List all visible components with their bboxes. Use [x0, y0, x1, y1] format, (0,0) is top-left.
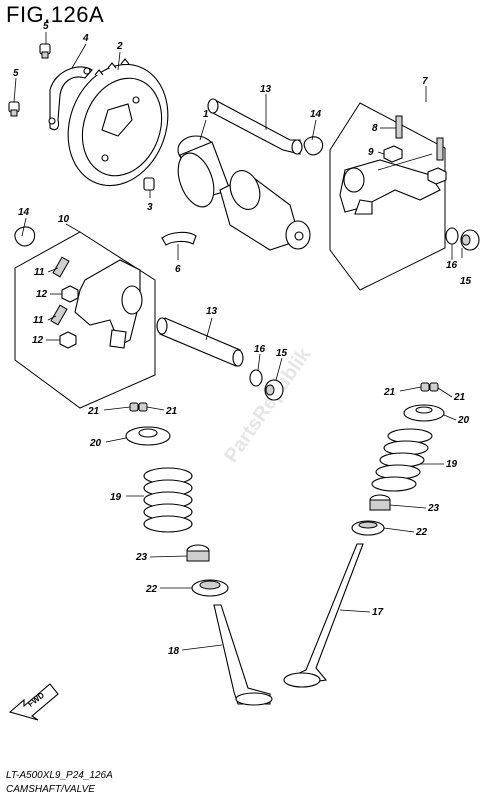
valve-cotter-right-a[interactable] [420, 382, 430, 392]
callout-20-right: 20 [457, 415, 470, 426]
figure-title: FIG.126A [6, 2, 105, 27]
adjusting-screw-8a[interactable] [395, 115, 403, 139]
valve-spring-left[interactable] [143, 467, 193, 533]
callout-3: 3 [147, 202, 153, 213]
callout-22-right: 22 [415, 527, 428, 538]
camshaft[interactable] [171, 135, 311, 251]
gasket-16-lower[interactable] [249, 369, 263, 387]
callout-18: 18 [168, 646, 180, 657]
model-code: LT-A500XL9_P24_126A [6, 770, 113, 781]
callout-11-lower: 11 [33, 315, 44, 326]
gasket-16-upper[interactable] [445, 227, 459, 245]
spring-retainer-right[interactable] [403, 404, 445, 422]
intake-valve[interactable] [213, 604, 273, 706]
hexagon-box-rocker-right [329, 102, 446, 291]
callout-23-right: 23 [427, 503, 440, 514]
callout-23-left: 23 [135, 552, 148, 563]
section-name: CAMSHAFT/VALVE [6, 784, 95, 795]
callout-14-upper: 14 [310, 109, 322, 120]
callout-20-left: 20 [89, 438, 102, 449]
exhaust-valve[interactable] [283, 543, 364, 688]
camshaft-sprocket[interactable] [52, 50, 185, 199]
lock-nut-12a[interactable] [61, 285, 79, 303]
callout-2: 2 [116, 41, 123, 52]
leader-lines [13, 32, 463, 651]
valve-cotter-left-b[interactable] [138, 402, 148, 412]
callout-16-lower: 16 [254, 344, 266, 355]
callout-19-right: 19 [446, 459, 458, 470]
valve-spring-right[interactable] [371, 428, 433, 492]
callout-12-upper: 12 [36, 289, 48, 300]
callout-13-upper: 13 [260, 84, 272, 95]
spring-seat-left[interactable] [191, 579, 229, 597]
cap-bolt-15-lower[interactable] [264, 379, 284, 401]
bolt-upper[interactable] [39, 43, 51, 59]
rocker-arm-intake[interactable] [74, 259, 143, 349]
adjusting-screw-8b[interactable] [436, 137, 444, 161]
callout-10: 10 [58, 214, 70, 225]
callout-labels: 2 4 5 5 1 3 6 13 14 7 8 9 16 15 14 10 11… [13, 21, 472, 657]
valve-cotter-left-a[interactable] [129, 402, 139, 412]
o-ring-lower[interactable] [14, 226, 36, 247]
bolt-lower[interactable] [8, 101, 20, 117]
callout-21-left-b: 21 [165, 406, 178, 417]
valve-stem-seal-left[interactable] [186, 544, 210, 562]
dowel-pin[interactable] [143, 177, 155, 191]
callout-14-lower: 14 [18, 207, 30, 218]
callout-13-lower: 13 [206, 306, 218, 317]
rocker-arm-exhaust[interactable] [339, 159, 441, 215]
callout-1: 1 [203, 109, 209, 120]
callout-12-lower: 12 [32, 335, 44, 346]
lock-nut-9a[interactable] [383, 145, 403, 163]
callout-11-upper: 11 [34, 267, 45, 278]
rocker-shaft-lower[interactable] [156, 317, 244, 367]
callout-22-left: 22 [145, 584, 158, 595]
callout-5-upper: 5 [43, 21, 49, 32]
callout-5-lower: 5 [13, 68, 19, 79]
callout-9: 9 [368, 147, 374, 158]
callout-4: 4 [82, 33, 89, 44]
callout-21-right-b: 21 [453, 392, 466, 403]
valve-cotter-right-b[interactable] [429, 382, 439, 392]
valve-stem-seal-right[interactable] [369, 494, 391, 511]
callout-15-lower: 15 [276, 348, 288, 359]
callout-6: 6 [175, 264, 181, 275]
spring-retainer-left[interactable] [125, 426, 171, 446]
callout-21-left-a: 21 [87, 406, 100, 417]
spring-seat-right[interactable] [351, 520, 385, 536]
callout-17: 17 [372, 607, 384, 618]
adjusting-screw-11a[interactable] [52, 256, 70, 278]
callout-21-right-a: 21 [383, 387, 396, 398]
adjusting-screw-11b[interactable] [50, 304, 68, 326]
retainer-plate[interactable] [48, 66, 93, 131]
lock-nut-12b[interactable] [59, 331, 77, 349]
rocker-shaft-upper[interactable] [207, 98, 303, 155]
cap-bolt-15-upper[interactable] [460, 229, 480, 251]
callout-16-upper: 16 [446, 260, 458, 271]
half-ring[interactable] [161, 231, 197, 246]
callout-7: 7 [422, 76, 428, 87]
fwd-arrow-icon: FWD [8, 683, 59, 721]
lock-nut-9b[interactable] [427, 167, 447, 185]
callout-19-left: 19 [110, 492, 122, 503]
callout-8: 8 [372, 123, 378, 134]
callout-15-upper: 15 [460, 276, 472, 287]
o-ring-upper[interactable] [303, 136, 324, 156]
